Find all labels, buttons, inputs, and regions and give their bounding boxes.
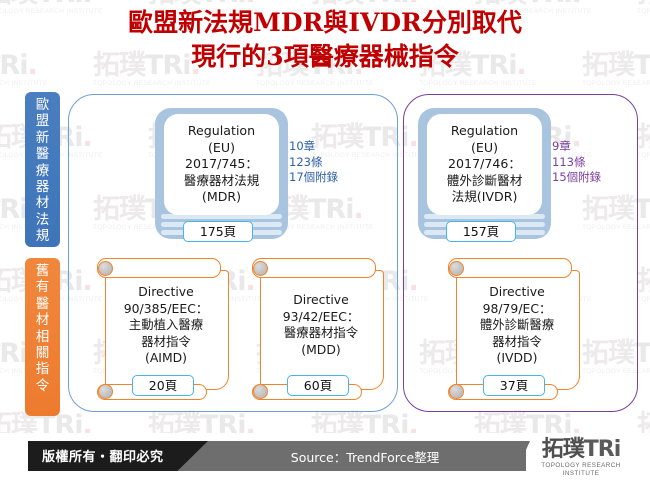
- page-badge-mdr: 175頁: [183, 221, 253, 242]
- scroll-roll-icon: [98, 384, 113, 399]
- directive-scroll-top-mdd: [252, 258, 376, 278]
- watermark-logo: 拓璞TRi.TOPOLOGY RESEARCH INSTITUTE: [637, 268, 650, 303]
- regulation-card-body-mdr: Regulation(EU)2017/745：醫療器材法規(MDR): [164, 114, 279, 215]
- regulation-text-mdr: Regulation(EU)2017/745：醫療器材法規(MDR): [183, 123, 260, 205]
- title-line-1: 歐盟新法規MDR與IVDR分別取代: [128, 8, 522, 37]
- regulation-card-body-ivdr: Regulation(EU)2017/746：體外診斷醫材法規(IVDR): [427, 114, 542, 215]
- page-title: 歐盟新法規MDR與IVDR分別取代 現行的3項醫療器械指令: [0, 6, 650, 74]
- copyright-text: 版權所有・翻印必究: [42, 450, 164, 465]
- regulation-card-ivdr[interactable]: Regulation(EU)2017/746：體外診斷醫材法規(IVDR): [418, 108, 551, 239]
- tri-logo-tagline: TOPOLOGY RESEARCH INSTITUTE: [541, 462, 621, 477]
- scroll-roll-icon: [98, 261, 113, 276]
- directive-scroll-top-aimd: [97, 258, 221, 278]
- footer: 版權所有・翻印必究 Source：TrendForce整理 拓璞TRi TOPO…: [0, 433, 650, 485]
- sidebar-item-new-regulations[interactable]: 歐盟新醫療器材法規: [25, 92, 60, 247]
- ivd-group-box: [403, 94, 638, 412]
- scroll-roll-icon: [253, 261, 268, 276]
- directive-body-ivdd: [456, 270, 580, 390]
- page-badge-ivdd: 37頁: [483, 375, 545, 396]
- tri-logo: 拓璞TRi TOPOLOGY RESEARCH INSTITUTE: [522, 438, 640, 478]
- tri-logo-cn: 拓璞: [541, 437, 585, 462]
- tri-logo-wordmark: 拓璞TRi: [522, 438, 640, 462]
- footer-copyright-bar: [28, 441, 208, 471]
- tri-logo-en: TRi: [583, 437, 621, 462]
- directive-body-mdd: [260, 270, 384, 390]
- source-text: Source：TrendForce整理: [290, 450, 440, 465]
- regulation-text-ivdr: Regulation(EU)2017/746：體外診斷醫材法規(IVDR): [446, 123, 523, 205]
- watermark-logo: 拓璞TRi.TOPOLOGY RESEARCH INSTITUTE: [637, 124, 650, 159]
- sidebar-item-old-directives[interactable]: 舊有醫材相關指令: [25, 258, 60, 416]
- medical-device-group-box: [68, 94, 398, 412]
- directive-body-aimd: [105, 270, 229, 390]
- regulation-card-mdr[interactable]: Regulation(EU)2017/745：醫療器材法規(MDR): [155, 108, 288, 239]
- scroll-roll-icon: [449, 261, 464, 276]
- scroll-roll-icon: [449, 384, 464, 399]
- sidebar-item-old-directives-label: 舊有醫材相關指令: [35, 263, 50, 394]
- page-badge-mdd: 60頁: [287, 375, 349, 396]
- directive-scroll-top-ivdd: [448, 258, 572, 278]
- title-line-2: 現行的3項醫療器械指令: [191, 42, 459, 71]
- page-badge-aimd: 20頁: [132, 375, 194, 396]
- page-badge-ivdr: 157頁: [446, 221, 516, 242]
- scroll-roll-icon: [253, 384, 268, 399]
- sidebar-item-new-regulations-label: 歐盟新醫療器材法規: [35, 97, 50, 245]
